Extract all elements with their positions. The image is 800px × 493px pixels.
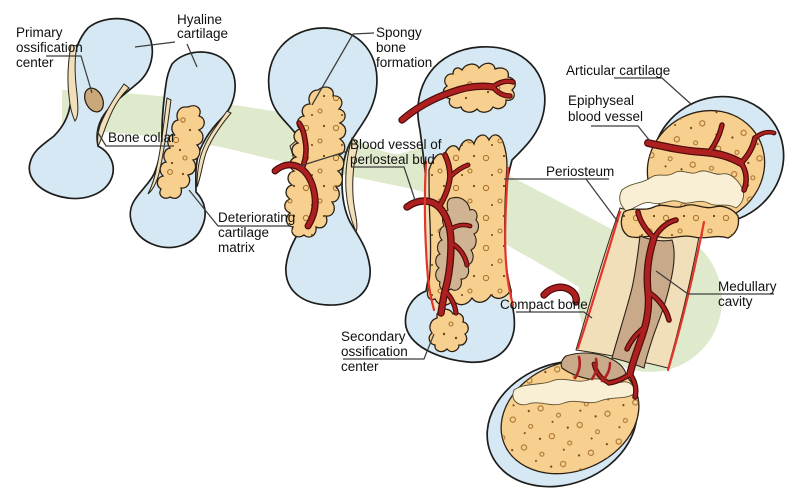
leader-blood-vessel-a (299, 150, 349, 167)
label-text: bone (376, 40, 406, 55)
label-text: cartilage (177, 26, 228, 41)
label-text: Deteriorating (218, 210, 295, 225)
label-articular-cartilage: Articular cartilage (566, 63, 670, 78)
label-epiphyseal-blood-vessel: Epiphyseal blood vessel (568, 93, 643, 124)
stage-4-bone (398, 46, 546, 364)
label-blood-vessel-of-periosteal-bud: Blood vessel of perlosteal bud (350, 137, 442, 167)
label-text: Articular cartilage (566, 63, 670, 78)
leader-secondary (343, 333, 435, 360)
label-text: Primary (16, 25, 63, 40)
label-text: ossification (16, 40, 83, 55)
leader-epiphyseal-vessel (591, 125, 651, 142)
labels: Primary ossification center Hyaline cart… (16, 12, 777, 374)
label-text: Spongy (376, 25, 422, 40)
stage2-deteriorating-matrix (156, 105, 205, 199)
leader-medullary (655, 270, 774, 295)
label-spongy-bone-formation: Spongy bone formation (376, 25, 432, 70)
leader-hyaline-1 (134, 41, 176, 48)
leader-lines (46, 32, 774, 360)
leader-spongy (311, 32, 375, 106)
stage1-primary-ossification-center (84, 87, 104, 113)
stage1-bone-collar-left (67, 44, 79, 122)
label-text: cavity (718, 294, 753, 309)
label-text: center (341, 359, 379, 374)
leader-deteriorating (188, 189, 291, 227)
stage5-epiphyseal-plate-top (619, 170, 745, 212)
label-periosteum: Periosteum (546, 164, 614, 179)
label-bone-collar: Bone collar (108, 130, 176, 145)
label-text: Secondary (341, 329, 406, 344)
label-secondary-ossification-center: Secondary ossification center (341, 329, 408, 374)
leader-compact-bone (516, 311, 593, 319)
label-primary-ossification-center: Primary ossification center (16, 25, 83, 70)
label-text: blood vessel (568, 109, 643, 124)
leader-bone-collar (96, 130, 174, 147)
stage3-bone-collar-right (345, 136, 359, 234)
stage-5-bone (486, 95, 785, 488)
stage1-bone-collar-right (97, 83, 130, 148)
stage-2-bone (129, 51, 236, 249)
label-text: matrix (218, 240, 255, 255)
leader-articular (614, 77, 693, 106)
stage2-stipple (167, 117, 192, 176)
label-text: Medullary (718, 279, 777, 294)
label-text: Hyaline (177, 12, 222, 27)
stage3-periosteal-bud-vessel (271, 120, 319, 230)
label-text: perlosteal bud (350, 152, 435, 167)
label-text: Epiphyseal (568, 93, 634, 108)
stage2-bone-collar-left (147, 97, 172, 195)
stage2-bone-collar-right (196, 110, 232, 188)
stage4-periosteum-right (504, 166, 515, 307)
label-medullary-cavity: Medullary cavity (718, 279, 777, 309)
label-text: ossification (341, 344, 408, 359)
stage-3-bone (267, 27, 378, 306)
swoosh-band (62, 90, 662, 326)
label-text: center (16, 55, 54, 70)
label-hyaline-cartilage: Hyaline cartilage (177, 12, 228, 41)
stage4-periosteum-left (423, 160, 436, 312)
label-text: Periosteum (546, 164, 614, 179)
label-text: Bone collar (108, 130, 176, 145)
label-text: cartilage (218, 225, 269, 240)
stage5-blood-vessels (540, 122, 777, 400)
leader-primary-ossification (46, 55, 93, 94)
stage5-medullary-cavity (611, 235, 675, 369)
label-deteriorating-cartilage-matrix: Deteriorating cartilage matrix (218, 210, 295, 255)
label-compact-bone: Compact bone (500, 297, 588, 312)
leader-hyaline-2 (186, 43, 198, 68)
stage5-spongy-band-stipple (621, 204, 739, 238)
leader-blood-vessel-b (351, 166, 416, 201)
label-text: Blood vessel of (350, 137, 442, 152)
leader-periosteum-b (585, 178, 619, 223)
stage5-periosteum-left (576, 210, 622, 350)
label-text: Compact bone (500, 297, 588, 312)
label-text: formation (376, 55, 432, 70)
stage4-blood-vessels (398, 78, 516, 317)
stage-1-bone (28, 17, 154, 200)
